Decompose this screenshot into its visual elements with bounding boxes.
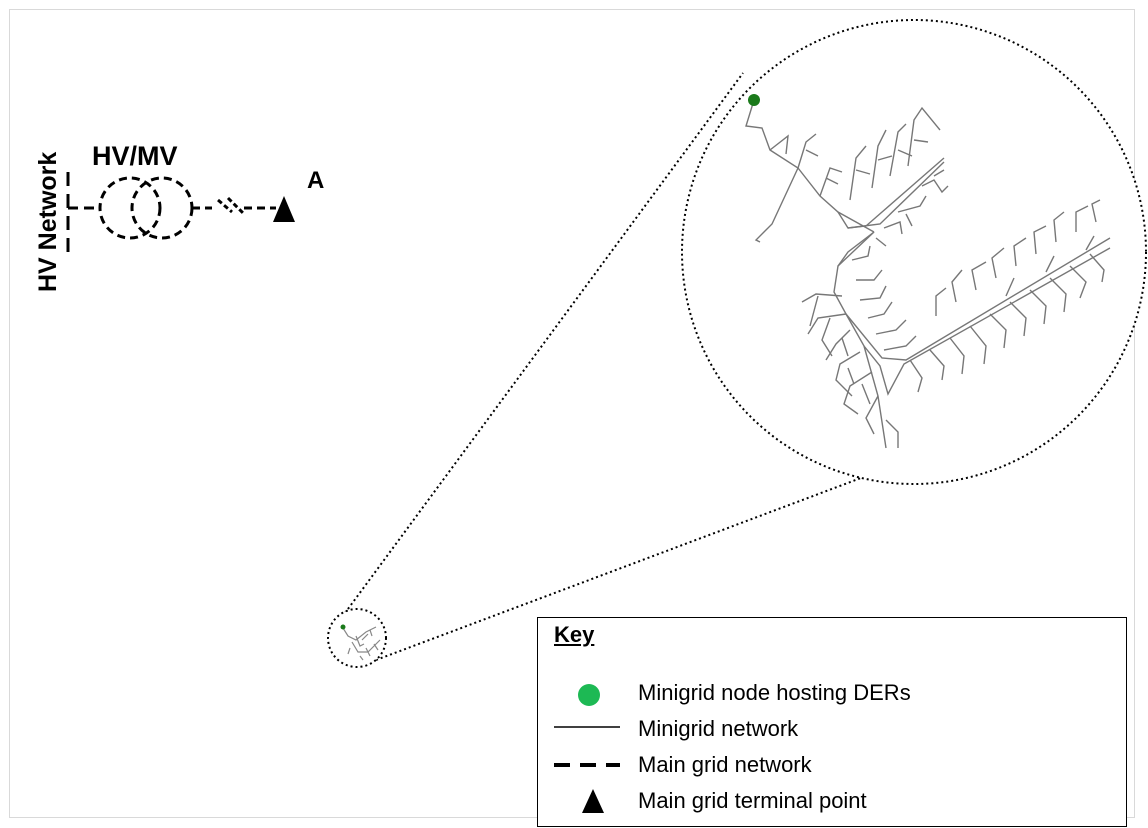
hv-mv-transformer — [98, 176, 194, 240]
hv-network-label: HV Network — [34, 152, 62, 292]
main-grid-line — [192, 196, 276, 216]
key-label-minigrid-network: Minigrid network — [638, 716, 799, 741]
key-label-terminal-point: Main grid terminal point — [638, 788, 867, 813]
green-dot-icon — [578, 684, 600, 706]
key-title: Key — [554, 622, 595, 647]
triangle-icon — [582, 789, 604, 813]
minigrid-zoom-view — [681, 19, 1147, 485]
zoom-connector-lines — [344, 72, 894, 661]
key-item-minigrid-network: Minigrid network — [538, 712, 1126, 746]
minigrid-network-lines — [745, 99, 1111, 449]
key-item-terminal-point: Main grid terminal point — [538, 784, 1126, 818]
key-item-der-node: Minigrid node hosting DERs — [538, 676, 1126, 710]
solid-line-icon — [554, 726, 620, 728]
key-label-main-grid-network: Main grid network — [638, 752, 812, 777]
hv-mv-label: HV/MV — [92, 141, 178, 171]
minigrid-small-view — [327, 608, 387, 668]
key-box: Key Minigrid node hosting DERs Minigrid … — [537, 617, 1127, 827]
hv-network-bus — [66, 172, 100, 258]
key-label-der-node: Minigrid node hosting DERs — [638, 680, 911, 705]
dashed-line-icon — [554, 763, 620, 767]
der-node-dot — [748, 94, 760, 106]
terminal-point-triangle — [273, 196, 295, 222]
terminal-label: A — [307, 167, 324, 194]
key-item-main-grid-network: Main grid network — [538, 748, 1126, 782]
